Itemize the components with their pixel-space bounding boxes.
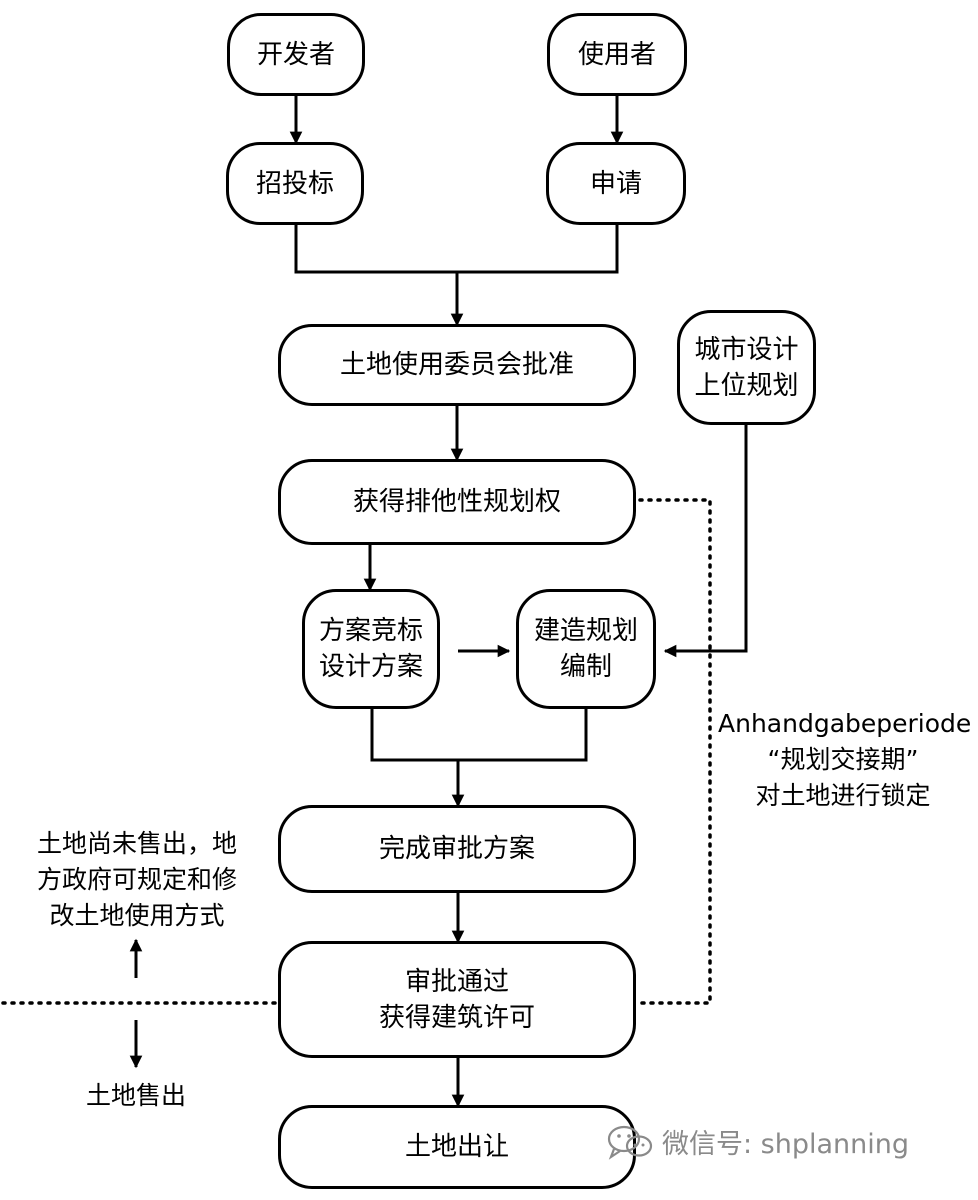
merge-connector-top xyxy=(294,224,619,274)
application-node: 申请 xyxy=(546,142,686,225)
competition-node: 方案竞标 设计方案 xyxy=(302,589,440,709)
bidding-label: 招投标 xyxy=(255,168,334,199)
approval-scheme-node: 完成审批方案 xyxy=(278,805,636,893)
developer-label: 开发者 xyxy=(256,39,335,70)
bidding-node: 招投标 xyxy=(226,142,364,225)
arrow-city-design-to-construction xyxy=(663,425,748,658)
unsold-land-note: 土地尚未售出，地 方政府可规定和修 改土地使用方式 xyxy=(8,826,266,934)
merge-connector-middle xyxy=(370,708,588,762)
transfer-label: 土地出让 xyxy=(404,1132,509,1162)
handover-note-line-2: “规划交接期” xyxy=(767,745,919,774)
exclusive-rights-label: 获得排他性规划权 xyxy=(352,487,561,517)
transfer-node: 土地出让 xyxy=(278,1105,636,1189)
permit-node: 审批通过 获得建筑许可 xyxy=(278,941,636,1058)
construction-plan-node: 建造规划 编制 xyxy=(516,589,656,709)
unsold-note-line-2: 方政府可规定和修 xyxy=(36,865,237,894)
land-sold-note: 土地售出 xyxy=(56,1078,216,1114)
handover-note-line-3: 对土地进行锁定 xyxy=(755,781,931,810)
permit-label-1: 审批通过 xyxy=(404,966,509,997)
land-committee-label: 土地使用委员会批准 xyxy=(339,350,574,380)
user-node: 使用者 xyxy=(547,13,687,96)
wechat-logo-icon xyxy=(607,1125,653,1160)
user-label: 使用者 xyxy=(577,39,656,70)
handover-period-note: Anhandgabeperiode “规划交接期” 对土地进行锁定 xyxy=(718,706,972,814)
handover-note-line-1: Anhandgabeperiode xyxy=(718,709,972,738)
wechat-watermark: 微信号: shplanning xyxy=(606,1122,909,1161)
city-design-node: 城市设计 上位规划 xyxy=(677,310,816,425)
dotted-handover-line xyxy=(638,498,712,1005)
application-label: 申请 xyxy=(589,168,642,199)
land-committee-node: 土地使用委员会批准 xyxy=(278,324,636,406)
land-sold-label: 土地售出 xyxy=(85,1081,186,1110)
city-design-label-1: 城市设计 xyxy=(694,334,799,365)
exclusive-rights-node: 获得排他性规划权 xyxy=(278,459,636,545)
permit-label-2: 获得建筑许可 xyxy=(378,1002,535,1033)
wechat-id-text: 微信号: shplanning xyxy=(662,1129,910,1160)
unsold-note-line-1: 土地尚未售出，地 xyxy=(36,829,237,858)
unsold-note-line-3: 改土地使用方式 xyxy=(49,901,225,930)
construction-plan-label-1: 建造规划 xyxy=(533,616,638,646)
developer-node: 开发者 xyxy=(227,13,365,96)
competition-label-1: 方案竞标 xyxy=(318,616,423,646)
competition-label-2: 设计方案 xyxy=(318,652,423,682)
city-design-label-2: 上位规划 xyxy=(694,370,799,401)
construction-plan-label-2: 编制 xyxy=(559,652,612,682)
approval-scheme-label: 完成审批方案 xyxy=(378,834,535,864)
